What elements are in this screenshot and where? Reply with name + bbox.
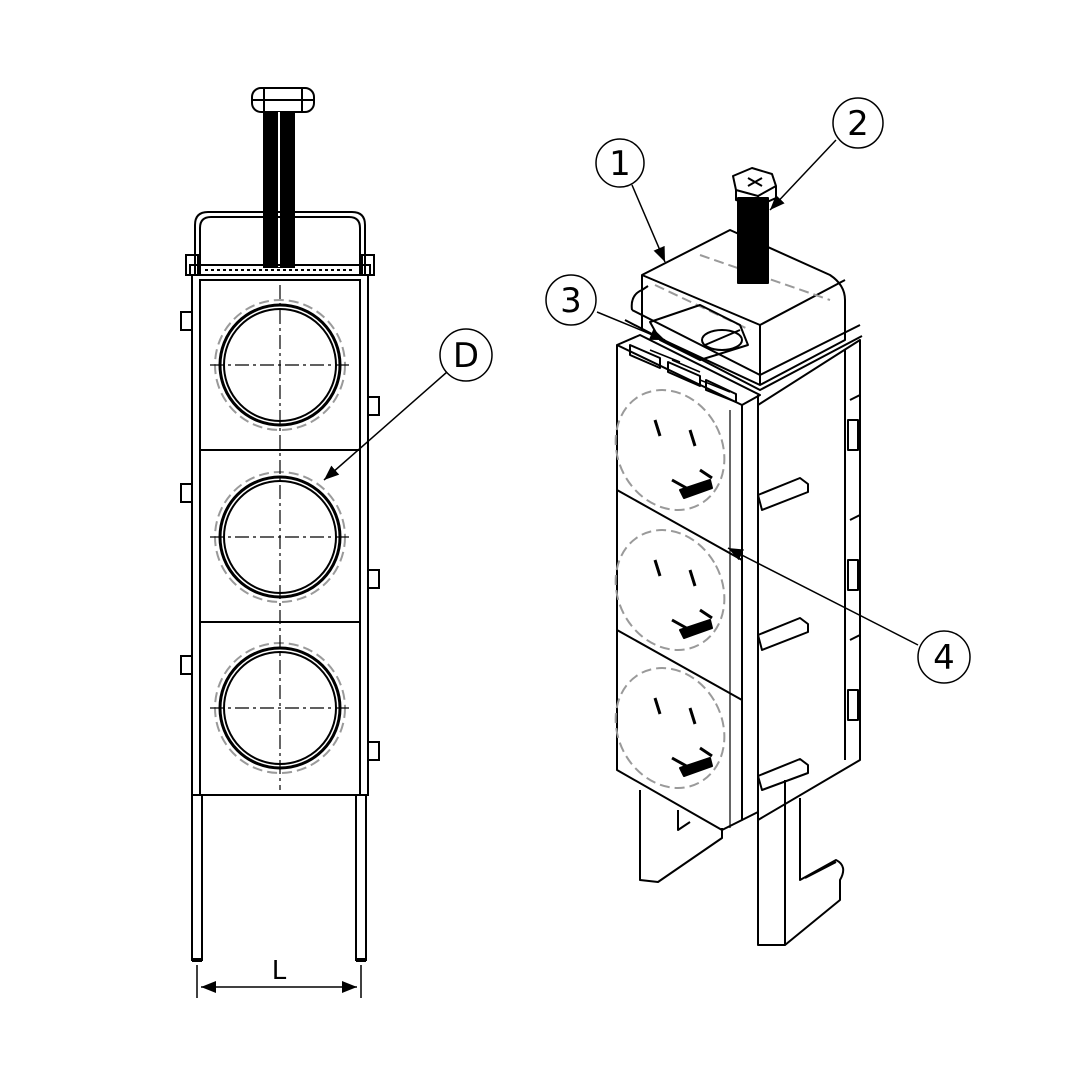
- leader-3: [596, 311, 666, 341]
- callout-3-circle: [545, 274, 597, 326]
- callout-4-label: 4: [933, 638, 955, 678]
- callout-2-label: 2: [847, 104, 869, 144]
- iso-side-strip: [757, 339, 861, 821]
- front-frame: [180, 274, 380, 796]
- iso-front-leg: [639, 790, 723, 883]
- leader-4: [727, 547, 919, 646]
- front-view: [180, 87, 493, 998]
- front-center-lines: [210, 285, 350, 790]
- iso-bolt: [732, 167, 777, 284]
- callout-D-circle: [439, 328, 493, 382]
- iso-opening-3: [614, 667, 726, 789]
- front-bolt-head: [251, 87, 315, 113]
- dimension-L: [196, 965, 362, 998]
- front-legs: [191, 794, 367, 962]
- iso-openings: [614, 389, 726, 789]
- iso-clip: [649, 304, 749, 393]
- iso-side-tabs: [757, 477, 809, 791]
- callout-3-label: 3: [560, 281, 582, 321]
- iso-main-block: [616, 334, 761, 831]
- iso-leaders: [596, 139, 919, 646]
- isometric-view: [545, 97, 971, 946]
- front-bolt-thread: [263, 111, 295, 268]
- leader-D: [323, 371, 448, 481]
- dimension-L-label: L: [272, 956, 287, 986]
- callout-D-label: D: [453, 336, 479, 376]
- iso-opening-2: [614, 529, 726, 651]
- callout-1-label: 1: [609, 144, 631, 184]
- callout-1-circle: [595, 138, 645, 188]
- iso-opening-1: [614, 389, 726, 511]
- leader-1: [631, 184, 666, 263]
- front-top-bracket: [185, 211, 375, 276]
- leader-2: [769, 139, 837, 211]
- iso-rear-hook-leg: [757, 780, 845, 946]
- callout-4-circle: [917, 630, 971, 684]
- callout-2-circle: [832, 97, 884, 149]
- iso-wire-loop: [624, 285, 863, 391]
